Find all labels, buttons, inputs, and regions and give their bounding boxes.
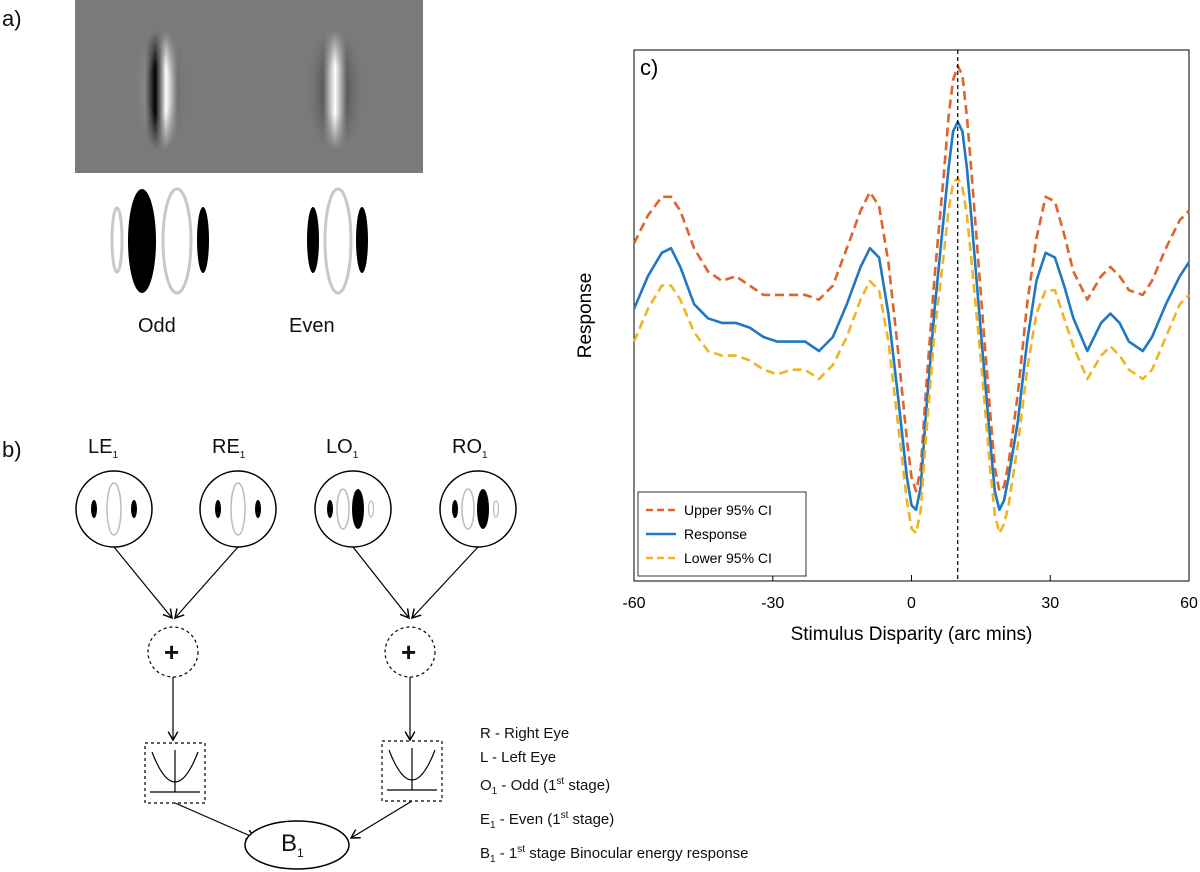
unit-label-re1: RE1 — [212, 436, 246, 461]
re1-receptive-field-icon — [199, 470, 277, 548]
x-tick-label: 30 — [1041, 595, 1059, 612]
series-line-response — [632, 120, 1191, 512]
b1-output-label: B1 — [281, 830, 304, 860]
key-item: B1 - 1st stage Binocular energy response — [480, 844, 749, 865]
panel-a-label: a) — [2, 6, 22, 31]
gabor-background — [75, 0, 423, 173]
right-sum-symbol: + — [401, 637, 417, 667]
odd-label: Odd — [138, 315, 176, 337]
left-sum-symbol: + — [164, 637, 180, 667]
x-tick-layer: -60 -30 0 30 60 — [622, 575, 1198, 612]
series-line-upper — [632, 64, 1190, 493]
disparity-tuning-chart: -60 -30 0 30 60 c) Stimulus Disparity (arc m… — [575, 49, 1198, 645]
le1-receptive-field-icon — [75, 470, 153, 548]
even-label: Even — [289, 315, 335, 337]
right-squaring-box-icon — [381, 740, 443, 802]
panel-b-label: b) — [2, 437, 22, 462]
odd-schematic-icon — [110, 187, 209, 295]
legend-label-response: Response — [684, 526, 747, 542]
x-tick-label: -60 — [622, 595, 645, 612]
series-line-lower — [632, 176, 1190, 535]
key-item: L - Left Eye — [480, 749, 557, 766]
odd-gabor-image — [130, 30, 190, 150]
key-item: R - Right Eye — [480, 725, 570, 742]
left-squaring-box-icon — [144, 742, 206, 804]
y-axis-label: Response — [575, 273, 596, 359]
key-item: O1 - Odd (1st stage) — [480, 776, 611, 797]
right-sum-node — [384, 626, 436, 678]
panel-c-label: c) — [640, 55, 658, 80]
unit-label-le1: LE1 — [88, 436, 119, 461]
lo1-receptive-field-icon — [314, 470, 392, 548]
key-item: E1 - Even (1st stage) — [480, 810, 615, 831]
x-tick-label: 0 — [907, 595, 916, 612]
left-sum-node — [147, 626, 199, 678]
binocular-energy-diagram — [75, 470, 517, 870]
x-axis-label: Stimulus Disparity (arc mins) — [791, 624, 1033, 645]
x-tick-label: 60 — [1180, 595, 1198, 612]
even-schematic-icon — [307, 187, 368, 295]
gabor-filters-figure — [75, 0, 423, 295]
unit-label-lo1: LO1 — [326, 436, 359, 461]
legend-label-upper: Upper 95% CI — [684, 502, 772, 518]
even-gabor-image — [305, 30, 365, 150]
series-layer — [632, 64, 1191, 535]
ro1-receptive-field-icon — [439, 470, 517, 548]
unit-label-ro1: RO1 — [452, 436, 488, 461]
abbreviation-key: R - Right Eye L - Left Eye O1 - Odd (1st… — [480, 722, 749, 872]
x-tick-label: -30 — [761, 595, 784, 612]
legend-label-lower: Lower 95% CI — [684, 550, 772, 566]
b1-output-node — [244, 820, 350, 870]
